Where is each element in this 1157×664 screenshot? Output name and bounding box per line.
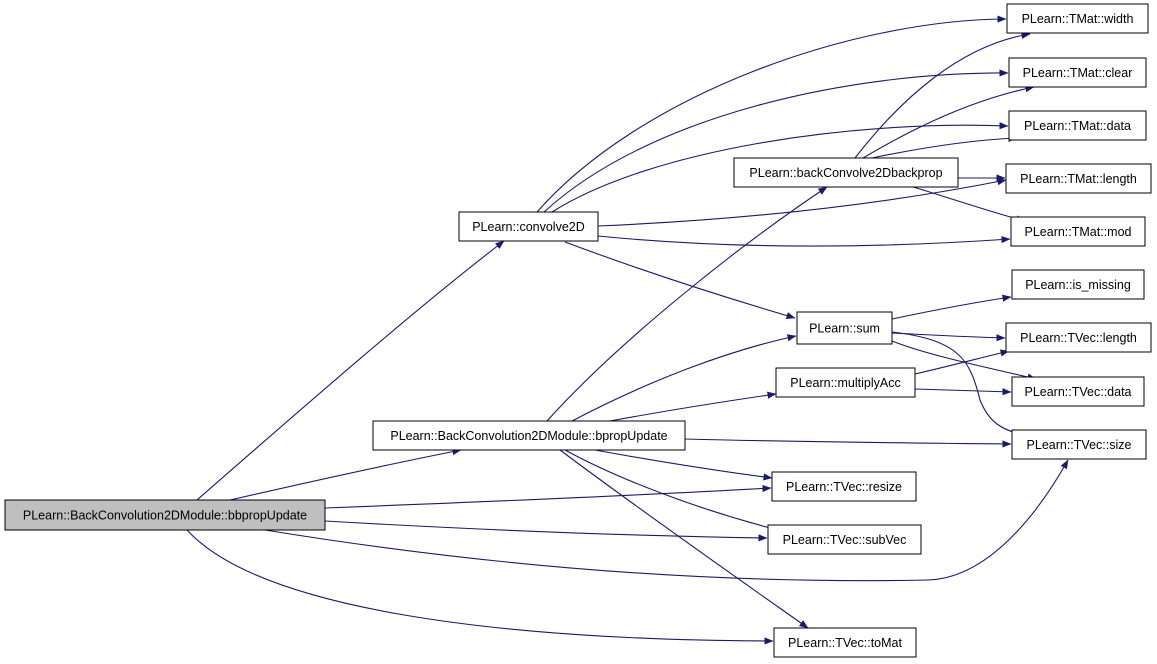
edge-bprop-tvecSize <box>684 438 1012 448</box>
edge-bbprop-tvecResize <box>324 484 772 509</box>
edge-multiplyAcc-tvecLength <box>914 349 1010 375</box>
edge-convolve2D-tmatClear <box>543 69 1009 213</box>
node-tmat-clear-label: PLearn::TMat::clear <box>1023 66 1133 80</box>
node-tmat-data[interactable]: PLearn::TMat::data <box>1008 110 1147 141</box>
node-sum[interactable]: PLearn::sum <box>796 311 893 345</box>
node-tmat-mod[interactable]: PLearn::TMat::mod <box>1010 216 1146 247</box>
edge-convolve2D-sum <box>564 241 796 320</box>
node-convolve2d-label: PLearn::convolve2D <box>472 220 585 234</box>
node-tvec-tomat-label: PLearn::TVec::toMat <box>788 636 902 650</box>
edge-convolve2D-tmatWidth <box>536 15 1007 213</box>
edge-convolve2D-tmatLength <box>597 178 1007 227</box>
node-tvec-data-label: PLearn::TVec::data <box>1024 385 1131 399</box>
node-tvec-data[interactable]: PLearn::TVec::data <box>1011 376 1145 407</box>
node-bprop-update[interactable]: PLearn::BackConvolution2DModule::bpropUp… <box>372 420 686 451</box>
edge-bprop-tvecToMat <box>559 449 809 629</box>
edge-bprop-multiplyAcc <box>609 391 777 422</box>
edge-backConvolve-tmatClear <box>862 85 1035 159</box>
edge-bprop-tvecResize <box>594 449 773 481</box>
node-tvec-resize[interactable]: PLearn::TVec::resize <box>771 471 917 502</box>
edge-backConvolve-tmatWidth <box>854 31 1031 159</box>
node-tvec-size[interactable]: PLearn::TVec::size <box>1011 429 1147 460</box>
node-bprop-update-label: PLearn::BackConvolution2DModule::bpropUp… <box>390 429 667 443</box>
edge-sum-tvecLength <box>891 332 1006 342</box>
node-is-missing[interactable]: PLearn::is_missing <box>1011 269 1145 300</box>
node-tvec-size-label: PLearn::TVec::size <box>1027 438 1132 452</box>
edge-bbprop-convolve2D <box>196 240 505 501</box>
node-is-missing-label: PLearn::is_missing <box>1025 278 1131 292</box>
edge-sum-isMissing <box>891 294 1012 320</box>
edge-sum-tvecSize <box>891 331 1033 439</box>
node-back-convolve2d-backprop[interactable]: PLearn::backConvolve2Dbackprop <box>733 157 959 188</box>
edge-convolve2D-tmatMod <box>597 235 1011 247</box>
edge-convolve2D-tmatData <box>551 122 1009 213</box>
edge-bprop-tvecSubVec <box>564 449 779 532</box>
node-tvec-subvec-label: PLearn::TVec::subVec <box>783 533 907 547</box>
node-tvec-subvec[interactable]: PLearn::TVec::subVec <box>767 524 922 555</box>
node-sum-label: PLearn::sum <box>809 322 880 336</box>
node-tvec-tomat[interactable]: PLearn::TVec::toMat <box>773 627 917 658</box>
node-tmat-mod-label: PLearn::TMat::mod <box>1025 225 1132 239</box>
node-tmat-length-label: PLearn::TMat::length <box>1020 172 1137 186</box>
node-back-convolve2d-backprop-label: PLearn::backConvolve2Dbackprop <box>749 166 942 180</box>
edge-backConvolve-tmatData <box>871 134 1018 159</box>
node-tmat-clear[interactable]: PLearn::TMat::clear <box>1008 57 1147 88</box>
node-bbprop-update[interactable]: PLearn::BackConvolution2DModule::bbpropU… <box>4 499 326 531</box>
edge-multiplyAcc-tvecData <box>914 388 1012 396</box>
edges-layer <box>186 15 1069 645</box>
edge-sum-tvecData <box>891 340 1037 381</box>
node-tmat-width-label: PLearn::TMat::width <box>1022 12 1134 26</box>
edge-bbprop-tvecToMat <box>186 529 774 645</box>
node-tvec-length[interactable]: PLearn::TVec::length <box>1005 322 1152 353</box>
edge-bbprop-bprop <box>229 448 462 501</box>
node-multiply-acc[interactable]: PLearn::multiplyAcc <box>775 367 916 398</box>
edge-bprop-sum <box>571 334 797 422</box>
edge-bbprop-tvecSubVec <box>324 520 768 542</box>
node-tmat-length[interactable]: PLearn::TMat::length <box>1005 163 1152 194</box>
node-tmat-width[interactable]: PLearn::TMat::width <box>1006 3 1149 34</box>
node-tvec-length-label: PLearn::TVec::length <box>1020 331 1137 345</box>
node-convolve2d[interactable]: PLearn::convolve2D <box>458 211 599 242</box>
node-tvec-resize-label: PLearn::TVec::resize <box>786 480 902 494</box>
edge-bbprop-tvecSize <box>264 459 1069 582</box>
node-multiply-acc-label: PLearn::multiplyAcc <box>790 376 900 390</box>
node-bbprop-update-label: PLearn::BackConvolution2DModule::bbpropU… <box>23 509 307 523</box>
edge-bprop-backConvolve <box>546 186 828 422</box>
nodes-layer: PLearn::BackConvolution2DModule::bbpropU… <box>4 3 1152 658</box>
node-tmat-data-label: PLearn::TMat::data <box>1024 119 1131 133</box>
